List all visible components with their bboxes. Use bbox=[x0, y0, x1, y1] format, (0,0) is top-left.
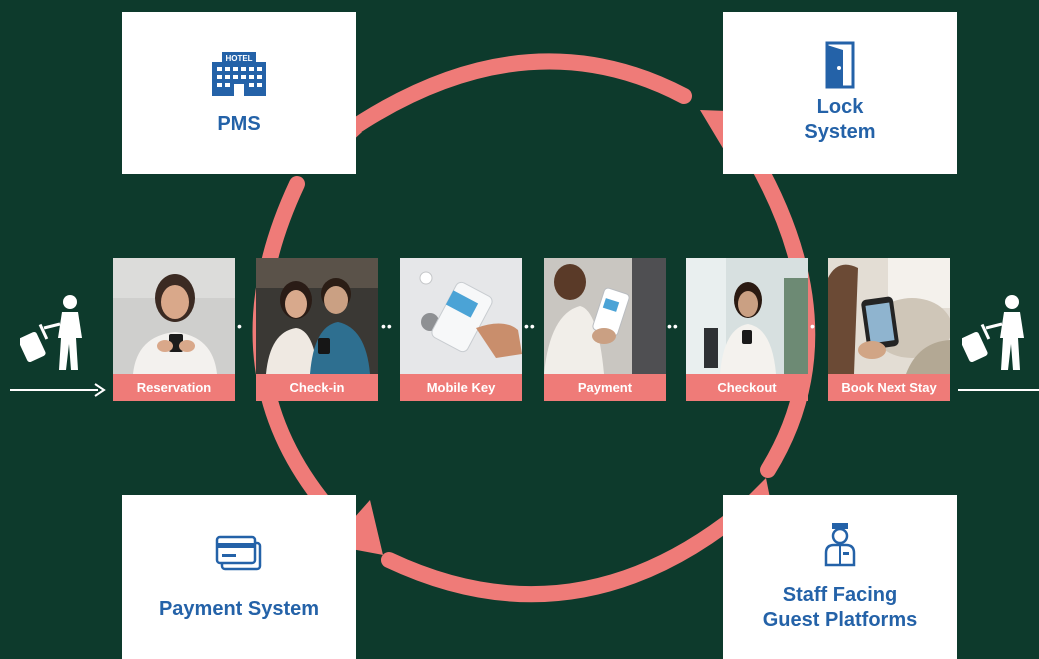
journey-step-payment: Payment bbox=[544, 258, 666, 401]
book-next-stay-caption: Book Next Stay bbox=[828, 374, 950, 401]
payment-photo bbox=[544, 258, 666, 374]
door-icon bbox=[825, 41, 855, 89]
book-next-stay-photo bbox=[828, 258, 950, 374]
journey-step-check-in: Check-in bbox=[256, 258, 378, 401]
traveler-with-suitcase-icon-end bbox=[962, 295, 1024, 370]
start-arrow bbox=[10, 389, 98, 391]
connector-dots: • bbox=[810, 318, 816, 334]
payment-system-box: Payment System bbox=[122, 495, 356, 659]
connector-dots: •• bbox=[524, 318, 536, 334]
staff-platforms-box: Staff Facing Guest Platforms bbox=[723, 495, 957, 659]
lock-system-box: Lock System bbox=[723, 12, 957, 174]
reservation-caption: Reservation bbox=[113, 374, 235, 401]
journey-step-reservation: Reservation bbox=[113, 258, 235, 401]
connector-dots: •• bbox=[667, 318, 679, 334]
connector-dots: •• bbox=[381, 318, 393, 334]
check-in-caption: Check-in bbox=[256, 374, 378, 401]
checkout-caption: Checkout bbox=[686, 374, 808, 401]
connector-dots: • bbox=[237, 318, 243, 334]
hotel-sign-text: HOTEL bbox=[225, 54, 252, 63]
credit-card-icon bbox=[215, 535, 262, 570]
pms-label: PMS bbox=[217, 112, 261, 135]
journey-step-checkout: Checkout bbox=[686, 258, 808, 401]
payment-caption: Payment bbox=[544, 374, 666, 401]
arc-lock-to-pms bbox=[330, 53, 692, 146]
journey-step-book-next-stay: Book Next Stay bbox=[828, 258, 950, 401]
reservation-photo bbox=[113, 258, 235, 374]
mobile-key-photo bbox=[400, 258, 522, 374]
start-arrowhead bbox=[94, 383, 106, 397]
pms-box: HOTEL PMS bbox=[122, 12, 356, 174]
arc-payment-to-staff bbox=[381, 495, 760, 603]
staff-platforms-label: Staff Facing Guest Platforms bbox=[762, 584, 918, 631]
traveler-with-suitcase-icon bbox=[20, 295, 82, 370]
checkout-photo bbox=[686, 258, 808, 374]
mobile-key-caption: Mobile Key bbox=[400, 374, 522, 401]
check-in-photo bbox=[256, 258, 378, 374]
journey-step-mobile-key: Mobile Key bbox=[400, 258, 522, 401]
payment-system-label: Payment System bbox=[158, 597, 320, 620]
end-arrow-line bbox=[958, 389, 1039, 391]
lock-system-label: Lock System bbox=[804, 96, 876, 143]
staff-member-icon bbox=[824, 523, 856, 567]
hotel-building-icon: HOTEL bbox=[212, 51, 266, 96]
